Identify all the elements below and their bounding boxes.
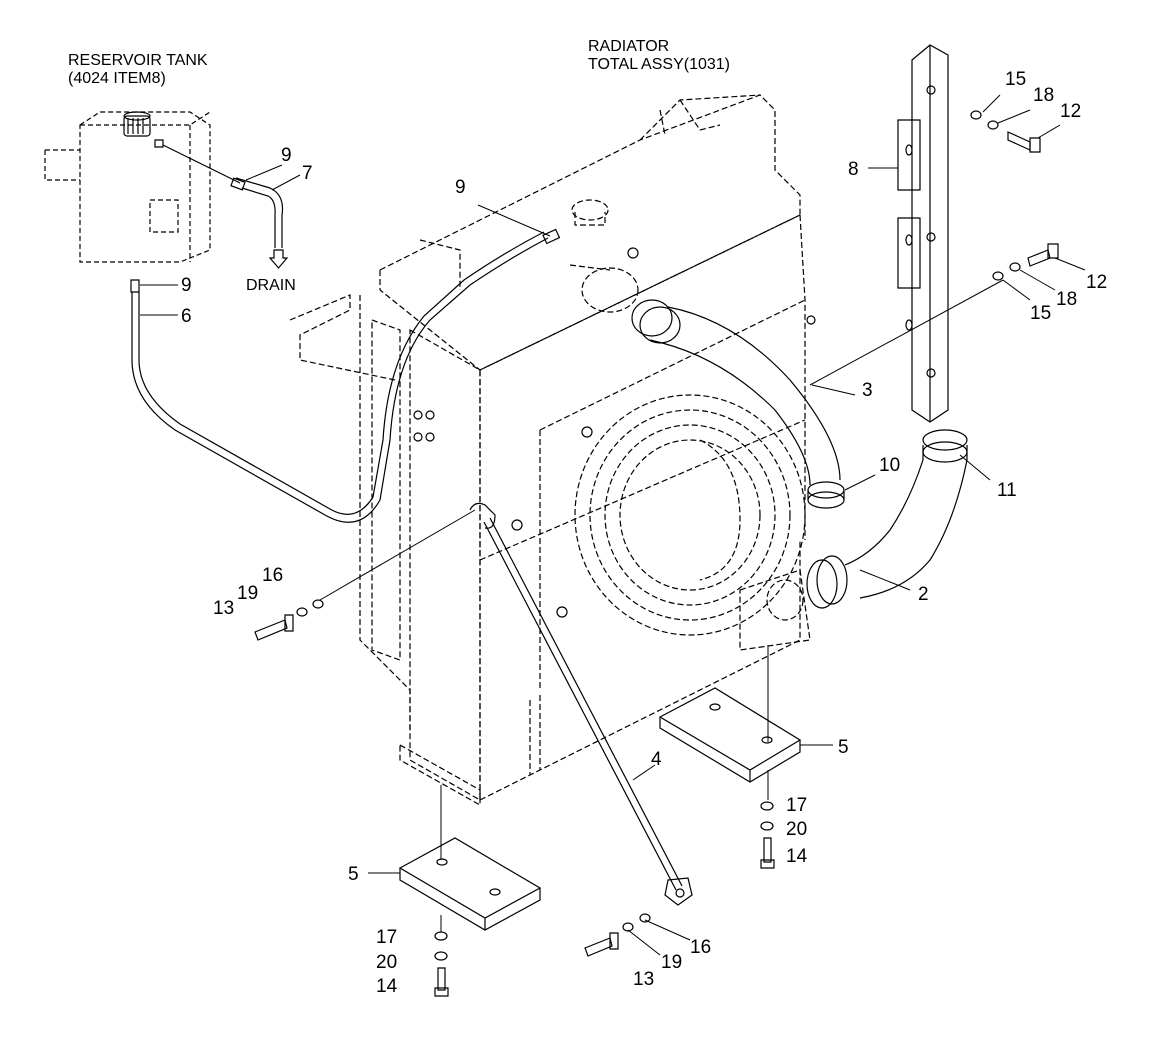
mount-pad-right (660, 688, 800, 782)
bracket-plate-8 (898, 45, 948, 422)
callout-20: 20 (786, 819, 808, 840)
bottom-bolt-set (585, 914, 650, 956)
radiator-bolts (413, 247, 816, 618)
callout-10: 10 (879, 455, 901, 476)
reservoir-title-line2: (4024 ITEM8) (68, 69, 166, 87)
callout-14: 14 (786, 846, 808, 867)
callout-13: 13 (213, 598, 235, 619)
callout-15: 15 (1005, 69, 1027, 90)
callout-9: 9 (281, 145, 292, 166)
stay-rod-4 (470, 503, 692, 905)
overflow-hose (163, 145, 287, 268)
callout-16: 16 (690, 937, 712, 958)
hose-6 (131, 229, 559, 522)
callout-9: 9 (181, 275, 192, 296)
radiator-title-line1: RADIATOR (588, 38, 670, 55)
callout-14: 14 (376, 976, 398, 997)
callout-19: 19 (237, 583, 259, 604)
callout-15: 15 (1030, 303, 1052, 324)
radiator-title: RADIATOR TOTAL ASSY(1031) (588, 38, 730, 73)
callout-18: 18 (1033, 85, 1055, 106)
lower-hose-2 (807, 430, 967, 608)
callout-2: 2 (918, 584, 929, 605)
callout-11: 11 (997, 480, 1017, 501)
reservoir-tank (45, 112, 210, 262)
leader-lines (140, 95, 1085, 955)
callout-12: 12 (1060, 101, 1082, 122)
upper-fasteners (971, 111, 1058, 280)
reservoir-cap (124, 112, 163, 147)
radiator-title-line2: TOTAL ASSY(1031) (588, 55, 730, 73)
callout-9: 9 (455, 177, 466, 198)
callout-5: 5 (348, 864, 359, 885)
reservoir-title: RESERVOIR TANK (4024 ITEM8) (68, 52, 208, 87)
callout-4: 4 (651, 749, 662, 770)
drain-label: DRAIN (246, 277, 296, 294)
callout-6: 6 (181, 306, 192, 327)
callout-17: 17 (376, 927, 398, 948)
reservoir-title-line1: RESERVOIR TANK (68, 52, 208, 69)
upper-hose-3 (632, 300, 844, 508)
callout-18: 18 (1056, 289, 1078, 310)
callout-7: 7 (302, 163, 313, 184)
callout-20: 20 (376, 952, 398, 973)
pad-fasteners (435, 802, 774, 996)
callout-17: 17 (786, 795, 808, 816)
callout-19: 19 (661, 952, 683, 973)
callout-5: 5 (838, 737, 849, 758)
callout-12: 12 (1086, 272, 1108, 293)
callout-16: 16 (262, 565, 284, 586)
mount-pad-left (400, 838, 540, 930)
left-bolt-set (255, 600, 323, 640)
callout-8: 8 (848, 159, 859, 180)
callout-3: 3 (862, 380, 873, 401)
callout-13: 13 (633, 969, 655, 990)
